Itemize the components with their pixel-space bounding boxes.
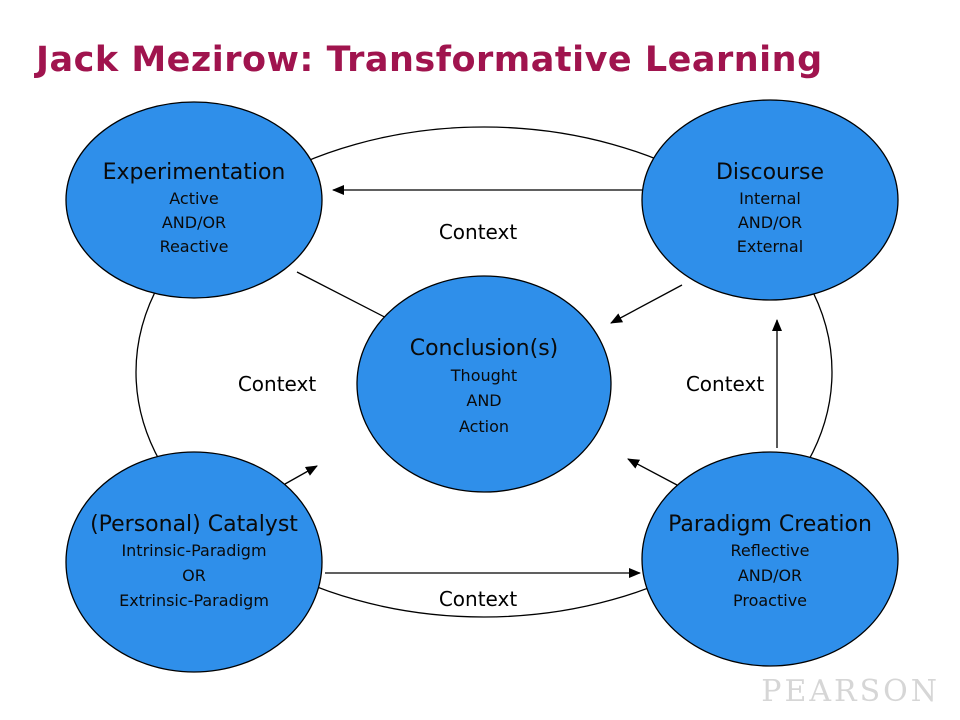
node-line: AND [466, 391, 501, 410]
node-title: Experimentation [103, 160, 286, 185]
context-label-bottom: Context [439, 587, 518, 611]
node-line: Internal [739, 189, 801, 208]
node-line: Reflective [731, 541, 810, 560]
node-line: External [737, 237, 803, 256]
node-line: Thought [450, 366, 517, 385]
node-paradigm-creation: Paradigm Creation Reflective AND/OR Proa… [641, 451, 899, 667]
node-line: Action [459, 417, 509, 436]
node-line: Reactive [160, 237, 229, 256]
context-ring [135, 126, 833, 618]
node-line: AND/OR [162, 213, 226, 232]
node-line: AND/OR [738, 213, 802, 232]
node-title: (Personal) Catalyst [90, 512, 298, 537]
node-experimentation: Experimentation Active AND/OR Reactive [65, 101, 323, 299]
node-line: OR [182, 566, 206, 585]
node-title: Conclusion(s) [410, 336, 559, 361]
node-catalyst: (Personal) Catalyst Intrinsic-Paradigm O… [65, 451, 323, 673]
arrow-paradigm-to-conclusion [627, 458, 678, 486]
node-discourse: Discourse Internal AND/OR External [641, 99, 899, 301]
node-line: AND/OR [738, 566, 802, 585]
arrow-catalyst-to-conclusion [284, 465, 318, 485]
node-title: Discourse [716, 160, 824, 185]
node-line: Intrinsic-Paradigm [121, 541, 266, 560]
page-title: Jack Mezirow: Transformative Learning [36, 40, 823, 80]
context-label-left: Context [238, 372, 317, 396]
context-label-right: Context [686, 372, 765, 396]
arrow-discourse-to-conclusion [610, 284, 683, 324]
node-line: Proactive [733, 591, 807, 610]
pearson-logo: PEARSON [761, 674, 940, 709]
node-title: Paradigm Creation [668, 512, 872, 537]
node-conclusion: Conclusion(s) Thought AND Action [356, 275, 612, 493]
context-label-top: Context [439, 220, 518, 244]
node-line: Extrinsic-Paradigm [119, 591, 269, 610]
node-line: Active [169, 189, 219, 208]
